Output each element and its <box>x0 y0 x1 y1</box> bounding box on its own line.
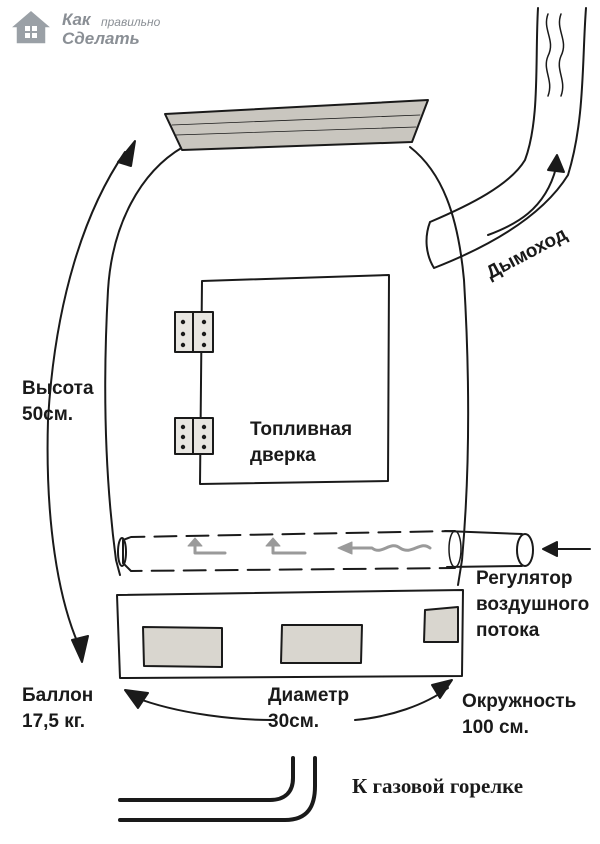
cylinder-label-line1: Баллон <box>22 685 94 706</box>
circumference-label-line1: Окружность <box>462 691 577 712</box>
base-window-center <box>280 624 363 664</box>
base-window-right <box>423 606 459 643</box>
site-logo[interactable]: Как правильно Сделать <box>4 4 194 52</box>
air-regulator-label-line3: потока <box>476 620 540 641</box>
air-regulator-label-line1: Регулятор <box>476 568 573 589</box>
logo-text-line3: Сделать <box>62 29 140 48</box>
arrow-head-icon <box>117 140 136 167</box>
flow-arrow-icon <box>187 537 432 555</box>
arrow-head-icon <box>124 689 149 709</box>
circumference-label: Окружность 100 см. <box>462 689 576 741</box>
diameter-label: Диаметр 30см. <box>268 683 349 735</box>
air-regulator-label-line2: воздушного <box>476 594 590 615</box>
cylinder-body-outline <box>104 146 470 586</box>
lid-texture <box>171 114 421 136</box>
air-regulator-pipe <box>117 530 534 572</box>
arrow-head-icon <box>71 635 89 663</box>
hinge-icon <box>174 417 214 455</box>
logo-text-line2: правильно <box>101 15 161 29</box>
fuel-door <box>199 274 390 485</box>
diameter-label-line1: Диаметр <box>268 685 350 706</box>
fuel-door-label-line1: Топливная <box>250 419 353 440</box>
heat-wave-icon <box>545 13 565 97</box>
height-label-line1: Высота <box>22 378 94 399</box>
circumference-label-line2: 100 см. <box>462 717 529 738</box>
cylinder-label-line2: 17,5 кг. <box>22 711 86 732</box>
circumference-dimension-arrow <box>124 679 453 721</box>
base-window-left <box>142 626 223 668</box>
air-regulator-label: Регулятор воздушного потока <box>476 566 589 644</box>
diameter-label-line2: 30см. <box>268 711 320 732</box>
height-label-line2: 50см. <box>22 404 74 425</box>
house-logo-icon <box>7 9 55 45</box>
fuel-door-label-line2: дверка <box>250 445 316 466</box>
gas-burner-pipe <box>118 756 317 822</box>
air-inlet-arrow <box>542 541 591 557</box>
chimney-pipe <box>425 7 587 269</box>
height-dimension-arrow <box>46 140 136 663</box>
gas-burner-label: К газовой горелке <box>352 774 524 798</box>
cylinder-label: Баллон 17,5 кг. <box>22 683 93 735</box>
arrow-head-icon <box>431 679 453 699</box>
logo-text-line1: Как <box>62 10 91 29</box>
height-label: Высота 50см. <box>22 376 94 428</box>
hinge-icon <box>174 311 214 353</box>
fuel-door-label: Топливная дверка <box>250 417 352 469</box>
cylinder-base <box>116 589 464 679</box>
cylinder-lid <box>164 99 429 151</box>
chimney-flow-arrow <box>487 154 565 236</box>
